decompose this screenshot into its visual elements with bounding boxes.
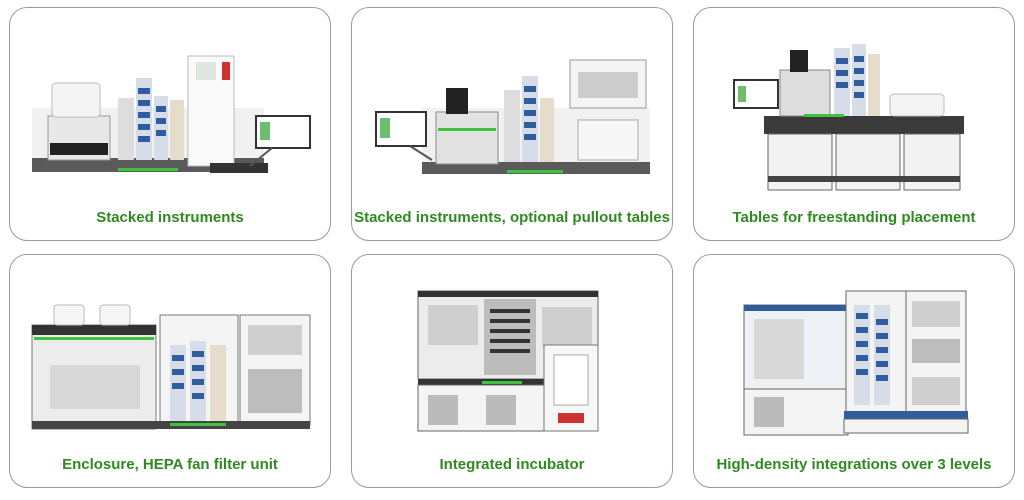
card-caption: Tables for freestanding placement bbox=[732, 209, 976, 226]
card-high-density[interactable]: High-density integrations over 3 levels bbox=[693, 254, 1015, 488]
card-freestanding-tables[interactable]: Tables for freestanding placement bbox=[693, 7, 1015, 241]
card-integrated-incubator[interactable]: Integrated incubator bbox=[351, 254, 673, 488]
stacked-instruments-illustration bbox=[32, 55, 311, 173]
card-enclosure-hepa[interactable]: Enclosure, HEPA fan filter unit bbox=[9, 254, 331, 488]
card-pullout-tables[interactable]: Stacked instruments, optional pullout ta… bbox=[351, 7, 673, 241]
high-density-illustration bbox=[743, 290, 969, 436]
card-caption: Stacked instruments, optional pullout ta… bbox=[354, 209, 670, 226]
card-stacked-instruments[interactable]: Stacked instruments bbox=[9, 7, 331, 241]
card-caption: High-density integrations over 3 levels bbox=[716, 456, 992, 473]
pullout-tables-illustration bbox=[375, 59, 650, 174]
card-caption: Integrated incubator bbox=[439, 456, 585, 473]
integrated-incubator-illustration bbox=[417, 290, 599, 432]
card-caption: Enclosure, HEPA fan filter unit bbox=[62, 456, 278, 473]
freestanding-tables-illustration bbox=[733, 44, 964, 191]
card-caption: Stacked instruments bbox=[96, 209, 244, 226]
enclosure-hepa-illustration bbox=[31, 304, 311, 430]
